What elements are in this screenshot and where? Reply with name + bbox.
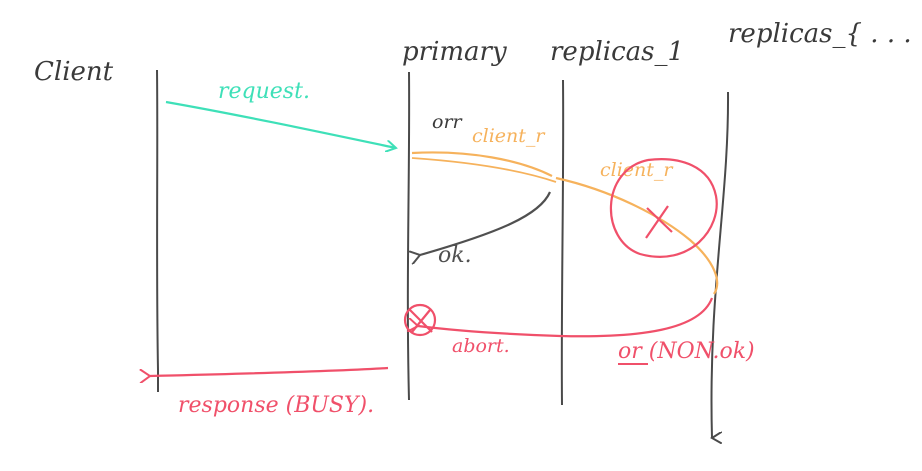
primary-lifeline xyxy=(406,71,411,401)
response-label: response (BUSY). xyxy=(178,393,374,418)
replica-n-lifeline xyxy=(711,91,730,438)
replicate-to-replica-1 xyxy=(411,151,553,177)
participant-client: Client xyxy=(34,57,114,87)
response-arrow xyxy=(150,366,389,376)
ok-arrow xyxy=(420,191,552,255)
ok-label: ok. xyxy=(438,243,472,268)
replicate-to-replica-n xyxy=(555,176,719,295)
or-non-ok-label: or (NON.ok) xyxy=(618,339,755,364)
request-label: request. xyxy=(218,79,310,104)
client-lifeline xyxy=(156,69,159,392)
client-r-label-replica: client_r xyxy=(600,159,674,181)
abort-label: abort. xyxy=(452,335,510,357)
abort-arrow xyxy=(418,297,714,338)
client-r-label-primary: client_r xyxy=(472,125,546,147)
participant-primary: primary xyxy=(402,37,507,67)
abort-cross-icon xyxy=(409,309,433,333)
replica-1-lifeline xyxy=(560,79,565,406)
replicate-to-replica-1-b xyxy=(411,157,557,183)
failure-cross-icon xyxy=(645,205,673,239)
participant-replica-1: replicas_1 xyxy=(550,37,684,67)
overwritten-label: orr xyxy=(432,111,464,133)
request-arrow xyxy=(165,100,396,148)
failure-circle xyxy=(609,158,718,258)
participant-replica-n: replicas_{ . . . xyxy=(728,19,912,49)
abort-origin-circle xyxy=(403,303,437,337)
